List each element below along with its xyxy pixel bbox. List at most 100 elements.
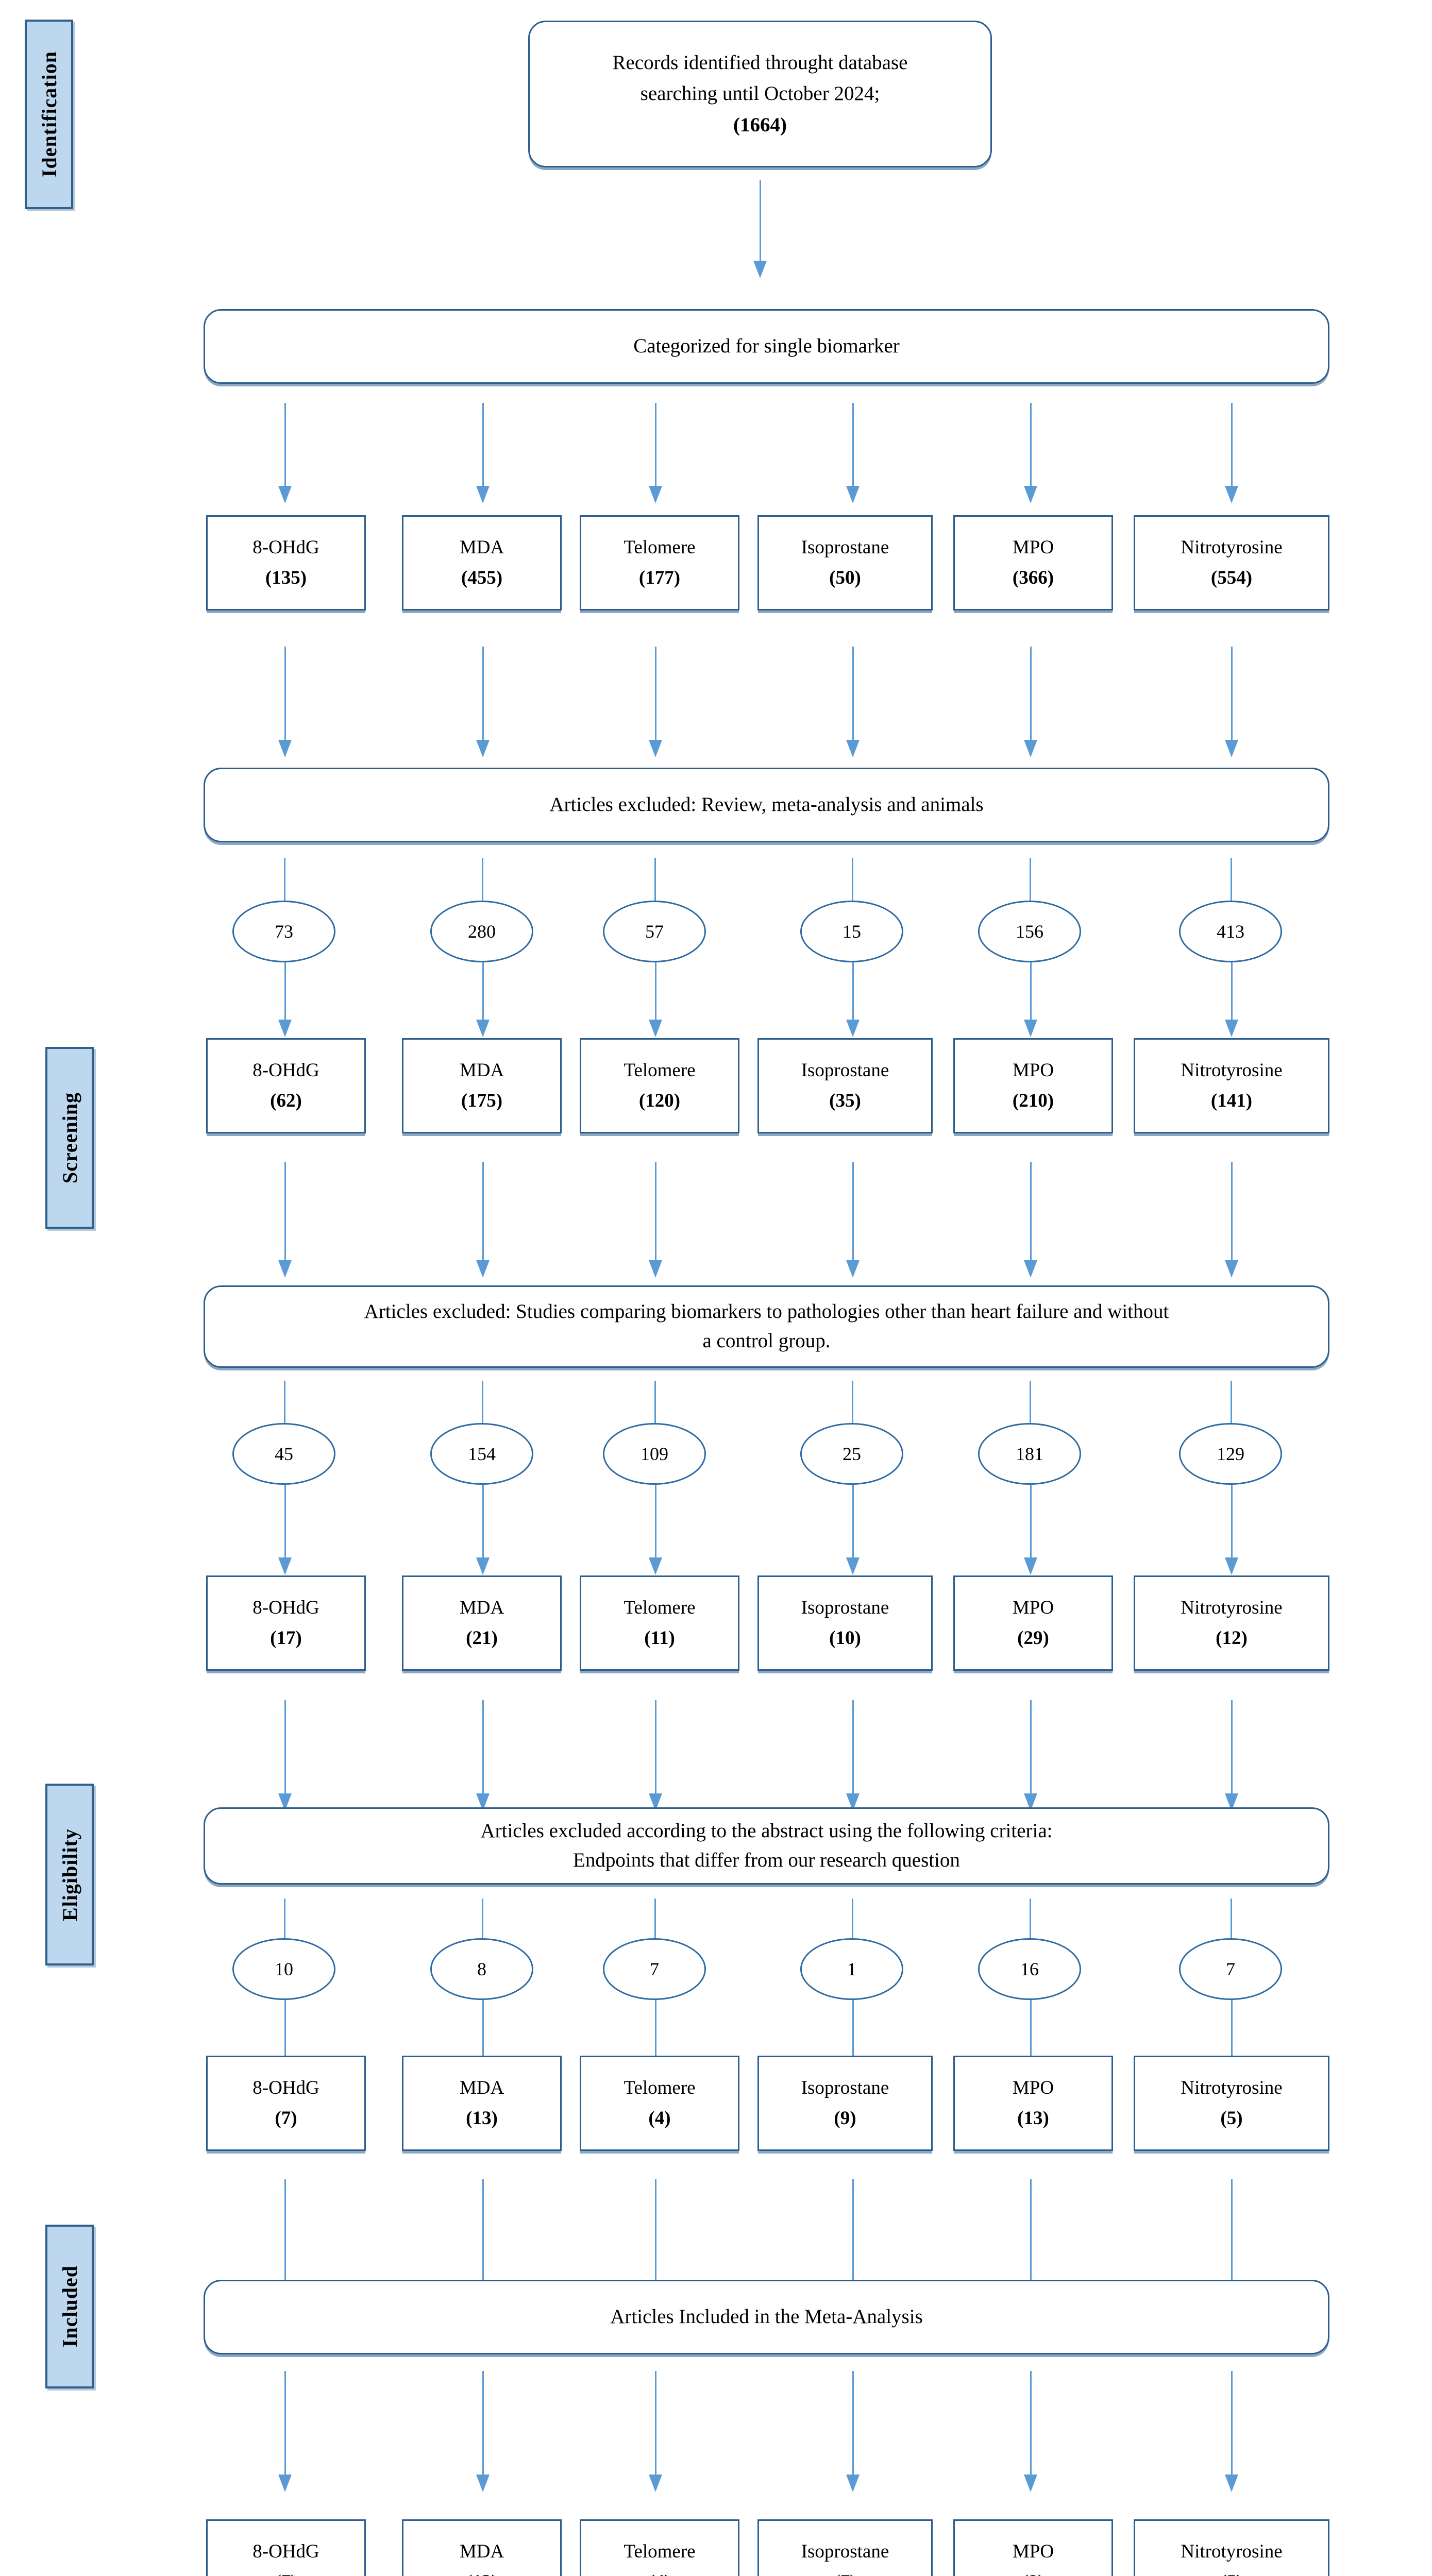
stage-label-included-text: Included [58, 2265, 81, 2348]
biomarker-box-row3-6: Nitrotyrosine (12) [1134, 1575, 1329, 1671]
excluded-count: 10 [275, 1959, 293, 1979]
connector-exclusion2-to-ellipse2-1 [284, 1381, 285, 1427]
biomarker-name: MPO [1012, 1060, 1054, 1081]
biomarker-name: Isoprostane [801, 537, 889, 558]
biomarker-box-row1-3: Telomere (177) [580, 515, 739, 611]
biomarker-count: (17) [270, 1627, 302, 1649]
biomarker-count: (29) [1017, 1627, 1049, 1649]
excluded-count-ellipse-row3-1: 10 [232, 1938, 335, 2000]
connector-exclusion3-to-ellipse3-4 [852, 1899, 853, 1942]
biomarker-count: (366) [1012, 567, 1054, 588]
biomarker-box-row5-5: MPO (9) [953, 2519, 1113, 2576]
biomarker-name: MPO [1012, 537, 1054, 558]
biomarker-box-row3-2: MDA (21) [402, 1575, 562, 1671]
biomarker-name: Telomere [624, 2077, 696, 2099]
connector-exclusion2-to-ellipse2-4 [852, 1381, 853, 1427]
biomarker-box-row4-5: MPO (13) [953, 2056, 1113, 2151]
excluded-count-ellipse-row1-3: 57 [603, 901, 706, 962]
connector-exclusion3-to-ellipse3-1 [284, 1899, 285, 1942]
biomarker-name: MDA [459, 1060, 504, 1081]
stage-label-eligibility: Eligibility [45, 1784, 94, 1965]
exclusion-bar-2-line1: Articles excluded: Studies comparing bio… [364, 1300, 1169, 1323]
excluded-count: 413 [1217, 921, 1244, 942]
biomarker-box-row5-1: 8-OHdG (7) [206, 2519, 366, 2576]
connector-exclusion2-to-ellipse2-2 [482, 1381, 483, 1427]
connector-exclusion3-to-ellipse3-5 [1030, 1899, 1031, 1942]
biomarker-name: MDA [459, 2077, 504, 2099]
biomarker-name: 8-OHdG [252, 1060, 319, 1081]
biomarker-name: Isoprostane [801, 2541, 889, 2563]
excluded-count-ellipse-row3-5: 16 [978, 1938, 1081, 2000]
biomarker-count: (210) [1012, 1090, 1054, 1111]
excluded-count: 7 [650, 1959, 659, 1979]
biomarker-name: MDA [459, 537, 504, 558]
excluded-count-ellipse-row3-3: 7 [603, 1938, 706, 2000]
biomarker-count: (12) [466, 2571, 498, 2576]
connector-exclusion2-to-ellipse2-3 [654, 1381, 656, 1427]
biomarker-count: (35) [829, 1090, 861, 1111]
excluded-count: 109 [641, 1444, 668, 1464]
biomarker-count: (13) [466, 2107, 498, 2129]
exclusion-bar-1-text: Articles excluded: Review, meta-analysis… [549, 793, 984, 816]
biomarker-name: Nitrotyrosine [1181, 1597, 1283, 1619]
excluded-count-ellipse-row1-4: 15 [800, 901, 903, 962]
categorized-bar-text: Categorized for single biomarker [633, 335, 900, 358]
biomarker-box-row4-4: Isoprostane (9) [757, 2056, 933, 2151]
biomarker-count: (9) [1022, 2571, 1044, 2576]
biomarker-name: Nitrotyrosine [1181, 1060, 1283, 1081]
biomarker-box-row2-4: Isoprostane (35) [757, 1038, 933, 1133]
exclusion-bar-3-line2: Endpoints that differ from our research … [573, 1849, 960, 1871]
excluded-count: 16 [1020, 1959, 1039, 1979]
excluded-count: 45 [275, 1444, 293, 1464]
biomarker-name: Telomere [624, 537, 696, 558]
biomarker-count: (141) [1210, 1090, 1253, 1111]
biomarker-count: (7) [275, 2571, 297, 2576]
connector-exclusion1-to-ellipse1-4 [852, 858, 853, 904]
excluded-count-ellipse-row2-5: 181 [978, 1423, 1081, 1485]
excluded-count: 154 [468, 1444, 496, 1464]
biomarker-box-row2-2: MDA (175) [402, 1038, 562, 1133]
biomarker-box-row5-6: Nitrotyrosine (5) [1134, 2519, 1329, 2576]
records-identified-line1: Records identified throught database [612, 51, 908, 74]
excluded-count: 156 [1016, 921, 1043, 942]
connector-exclusion1-to-ellipse1-2 [482, 858, 483, 904]
excluded-count: 7 [1226, 1959, 1235, 1979]
biomarker-box-row1-1: 8-OHdG (135) [206, 515, 366, 611]
biomarker-box-row4-2: MDA (13) [402, 2056, 562, 2151]
biomarker-count: (11) [644, 1627, 675, 1649]
exclusion-bar-2-line2: a control group. [702, 1330, 831, 1352]
biomarker-name: 8-OHdG [252, 1597, 319, 1619]
excluded-count-ellipse-row2-3: 109 [603, 1423, 706, 1485]
biomarker-name: 8-OHdG [252, 2077, 319, 2099]
biomarker-name: Telomere [624, 1597, 696, 1619]
biomarker-name: MPO [1012, 2077, 1054, 2099]
records-identified-line2: searching until October 2024; [640, 82, 880, 105]
biomarker-name: Isoprostane [801, 2077, 889, 2099]
biomarker-box-row3-4: Isoprostane (10) [757, 1575, 933, 1671]
biomarker-name: MPO [1012, 2541, 1054, 2563]
biomarker-name: 8-OHdG [252, 2541, 319, 2563]
biomarker-name: MDA [459, 1597, 504, 1619]
connector-exclusion2-to-ellipse2-6 [1231, 1381, 1232, 1427]
biomarker-count: (5) [1220, 2107, 1243, 2129]
biomarker-count: (50) [829, 567, 861, 588]
biomarker-box-row5-4: Isoprostane (7) [757, 2519, 933, 2576]
stage-label-screening-text: Screening [58, 1092, 81, 1184]
biomarker-box-row1-2: MDA (455) [402, 515, 562, 611]
biomarker-count: (5) [1220, 2571, 1242, 2576]
excluded-count: 181 [1016, 1444, 1043, 1464]
excluded-count-ellipse-row1-2: 280 [430, 901, 533, 962]
exclusion-bar-3-line1: Articles excluded according to the abstr… [480, 1820, 1053, 1842]
included-bar: Articles Included in the Meta-Analysis [204, 2280, 1329, 2354]
biomarker-count: (62) [270, 1090, 302, 1111]
biomarker-count: (120) [638, 1090, 681, 1111]
excluded-count: 1 [847, 1959, 856, 1979]
biomarker-box-row3-5: MPO (29) [953, 1575, 1113, 1671]
excluded-count: 129 [1217, 1444, 1244, 1464]
biomarker-name: Telomere [624, 1060, 696, 1081]
excluded-count: 8 [477, 1959, 486, 1979]
biomarker-count: (4) [648, 2571, 670, 2576]
biomarker-box-row2-5: MPO (210) [953, 1038, 1113, 1133]
excluded-count-ellipse-row2-2: 154 [430, 1423, 533, 1485]
